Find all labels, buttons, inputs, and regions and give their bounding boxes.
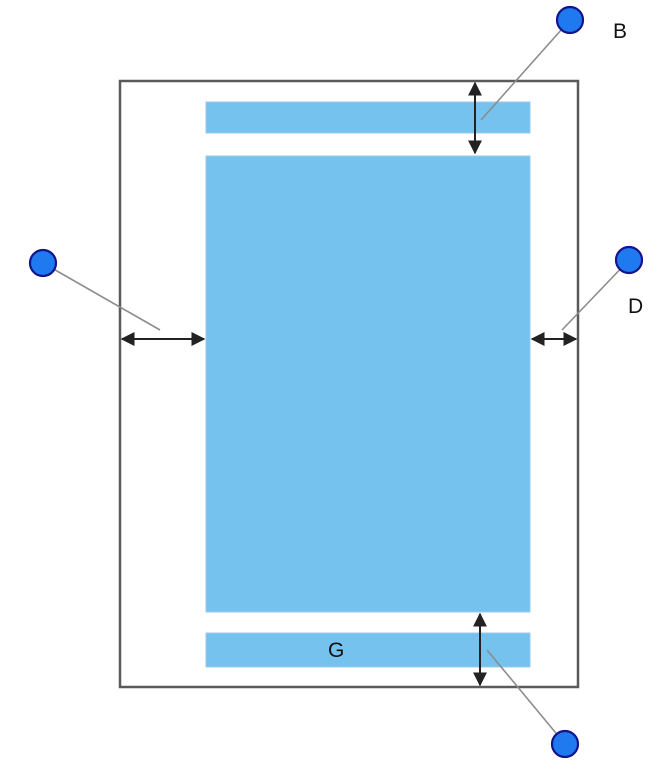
right-margin-marker	[614, 245, 644, 275]
header-block	[205, 101, 531, 134]
footer-label: G	[328, 639, 344, 662]
top-margin-marker	[555, 5, 585, 35]
left-margin-leader	[42, 262, 161, 331]
bottom-margin-leader	[486, 649, 566, 745]
body-block	[205, 155, 531, 613]
bottom-margin-marker	[550, 729, 580, 759]
footer-block	[205, 632, 531, 668]
top-margin-label: B	[613, 20, 627, 43]
left-margin-marker	[28, 248, 58, 278]
right-margin-label: D	[628, 295, 643, 318]
right-margin-leader	[561, 259, 630, 331]
top-margin-leader	[480, 19, 571, 121]
